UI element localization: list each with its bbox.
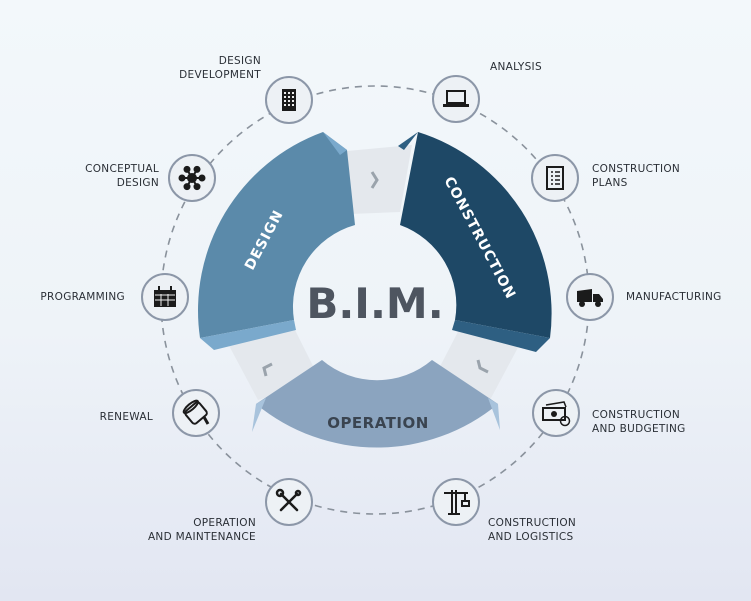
stage-label-line: CONSTRUCTION [488,517,577,529]
stage-programming[interactable] [141,273,189,321]
stage-renewal[interactable] [172,389,220,437]
stage-label-conceptual-design: CONCEPTUAL DESIGN [85,162,159,190]
stage-circle [531,154,579,202]
chevron-right-icon [370,171,379,189]
connector-top [337,145,412,214]
chevron-down-icon [476,359,489,374]
stage-label-line: RENEWAL [99,411,153,423]
segment-operation[interactable] [252,360,500,448]
stage-circle [432,75,480,123]
stage-label-line: CONCEPTUAL [85,163,159,175]
stage-label-manufacturing: MANUFACTURING [626,290,722,304]
stage-label-programming: PROGRAMMING [40,290,125,304]
truck-icon [577,289,603,307]
segment-construction[interactable] [398,132,552,352]
building-icon [282,89,296,111]
stage-label-line: MANUFACTURING [626,291,722,303]
center-title: B.I.M. [306,279,443,328]
stage-label-construction-plans: CONSTRUCTION PLANS [592,162,680,190]
stage-label-line: DESIGN [116,177,159,189]
stage-label-line: DEVELOPMENT [179,69,261,81]
stage-label-line: PLANS [592,177,628,189]
stage-label-operation-maintenance: OPERATION AND MAINTENANCE [148,516,256,544]
stage-operation-maintenance[interactable] [265,478,313,526]
stage-label-design-development: DESIGN DEVELOPMENT [179,54,261,82]
money-icon [542,401,571,427]
stage-construction-logistics[interactable] [432,478,480,526]
stage-label-line: DESIGN [218,55,261,67]
stage-design-development[interactable] [265,76,313,124]
stage-circle [172,389,220,437]
stage-label-line: CONSTRUCTION [592,409,681,421]
stage-construction-plans[interactable] [531,154,579,202]
stage-label-line: PROGRAMMING [40,291,125,303]
stage-label-line: AND LOGISTICS [488,531,574,543]
network-icon [178,165,206,191]
stage-construction-budgeting[interactable] [532,389,580,437]
stage-label-line: CONSTRUCTION [592,163,681,175]
paint-bucket-icon [182,399,210,425]
stage-analysis[interactable] [432,75,480,123]
tools-icon [275,488,302,512]
stage-label-line: AND BUDGETING [592,423,686,435]
segment-operation-label: OPERATION [327,414,429,432]
checklist-icon [546,166,564,190]
segment-design[interactable] [198,132,355,350]
stage-label-construction-logistics: CONSTRUCTION AND LOGISTICS [488,516,576,544]
chevron-left-icon [262,362,273,377]
calendar-icon [154,286,176,307]
stage-manufacturing[interactable] [566,273,614,321]
stage-label-line: AND MAINTENANCE [147,531,256,543]
stage-label-renewal: RENEWAL [100,410,153,424]
stage-conceptual-design[interactable] [168,154,216,202]
stage-label-construction-budgeting: CONSTRUCTION AND BUDGETING [592,408,686,436]
crane-icon [444,490,470,515]
laptop-icon [443,90,469,107]
stage-label-line: OPERATION [193,517,256,529]
stage-label-line: ANALYSIS [490,61,542,73]
stage-label-analysis: ANALYSIS [490,60,542,74]
